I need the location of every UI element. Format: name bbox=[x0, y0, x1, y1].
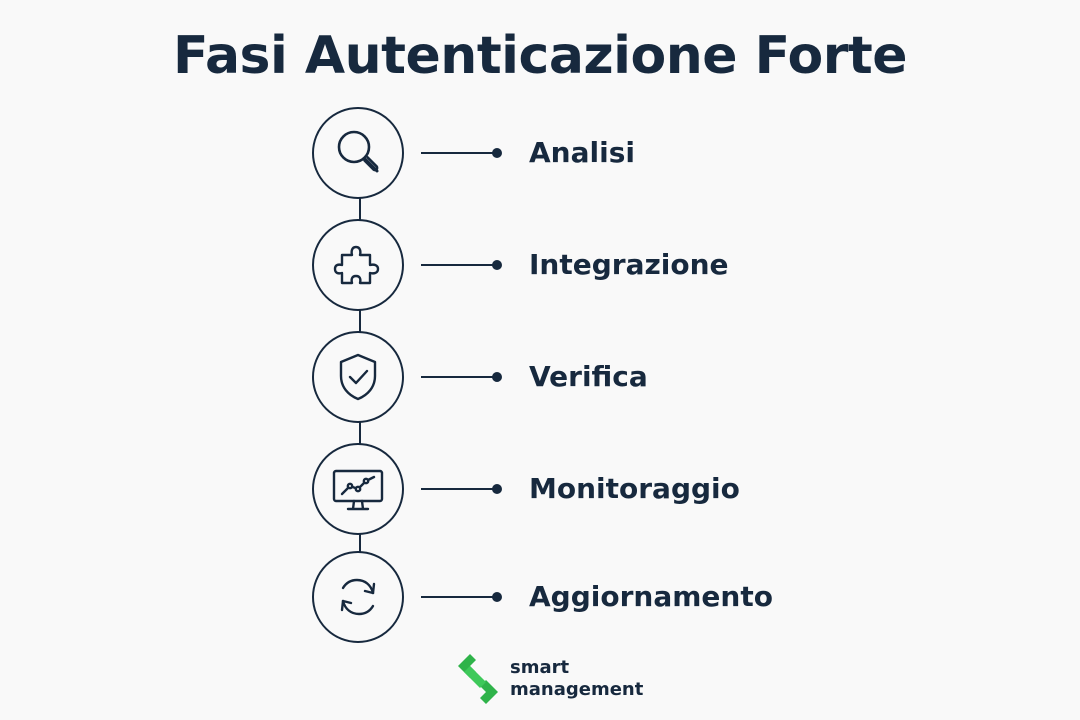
step-connector-dot bbox=[492, 592, 502, 602]
step-connector-line bbox=[421, 376, 497, 378]
step-label: Monitoraggio bbox=[529, 472, 740, 505]
step-connector-dot bbox=[492, 148, 502, 158]
step-connector-line bbox=[421, 488, 497, 490]
step-connector-dot bbox=[492, 484, 502, 494]
brand: smart management bbox=[456, 652, 676, 708]
refresh-icon bbox=[340, 578, 376, 616]
smart-management-logo bbox=[458, 654, 498, 704]
step-connector-line bbox=[421, 596, 497, 598]
step-aggiornamento: Aggiornamento bbox=[0, 547, 1080, 647]
step-connector-dot bbox=[492, 260, 502, 270]
step-connector-line bbox=[421, 264, 497, 266]
step-integrazione: Integrazione bbox=[0, 215, 1080, 315]
step-label: Aggiornamento bbox=[529, 580, 773, 613]
step-label: Integrazione bbox=[529, 248, 729, 281]
page-title: Fasi Autenticazione Forte bbox=[172, 26, 908, 86]
step-circle bbox=[312, 551, 404, 643]
step-circle bbox=[312, 107, 404, 199]
timeline-connector bbox=[359, 196, 361, 220]
timeline-connector bbox=[359, 310, 361, 332]
step-connector-dot bbox=[492, 372, 502, 382]
step-circle bbox=[312, 219, 404, 311]
magnifier-icon bbox=[337, 130, 379, 173]
step-connector-line bbox=[421, 152, 497, 154]
monitor-chart-icon bbox=[332, 469, 384, 511]
step-monitoraggio: Monitoraggio bbox=[0, 439, 1080, 539]
brand-name-line1: smart bbox=[510, 657, 570, 678]
step-circle bbox=[312, 443, 404, 535]
shield-check-icon bbox=[339, 353, 377, 401]
brand-name-line2: management bbox=[510, 679, 644, 700]
timeline-connector bbox=[359, 534, 361, 552]
timeline-connector bbox=[359, 422, 361, 444]
step-circle bbox=[312, 331, 404, 423]
step-label: Verifica bbox=[529, 360, 648, 393]
step-verifica: Verifica bbox=[0, 327, 1080, 427]
step-analisi: Analisi bbox=[0, 103, 1080, 203]
step-label: Analisi bbox=[529, 136, 635, 169]
puzzle-piece-icon bbox=[333, 245, 380, 285]
